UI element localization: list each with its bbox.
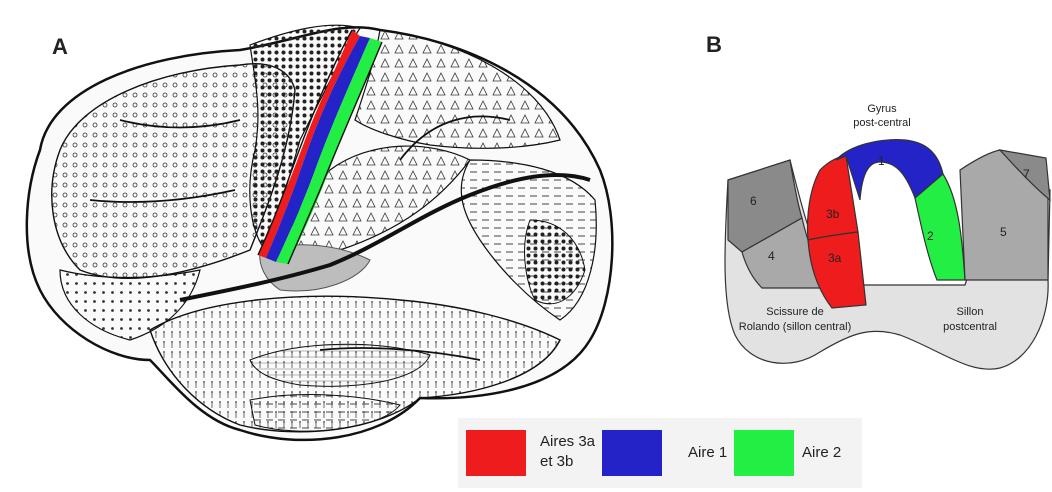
legend-label-aires-3a-3b: Aires 3a et 3b bbox=[540, 432, 610, 472]
area-label-1: 1 bbox=[878, 154, 885, 168]
brain-area-3-strip bbox=[258, 30, 360, 258]
legend-swatch-red bbox=[466, 430, 526, 476]
legend-swatch-blue bbox=[602, 430, 662, 476]
postcentral-sulcus-label-line1: Sillon bbox=[957, 306, 984, 318]
legend-label-line1: Aires 3a bbox=[540, 433, 596, 450]
central-sulcus-label-line1: Scissure de bbox=[766, 306, 823, 318]
brain-area-1-strip bbox=[266, 36, 370, 262]
central-sulcus-label-line2: Rolando (sillon central) bbox=[739, 321, 852, 333]
area-label-2: 2 bbox=[927, 229, 934, 243]
area-label-3a: 3a bbox=[828, 251, 842, 265]
gyrus-label-line1: Gyrus bbox=[867, 103, 897, 115]
gyrus-label-line2: post-central bbox=[853, 117, 910, 129]
postcentral-gyrus-diagram: 6 4 3b 3a 1 2 5 7 Gyrus post-central Sci… bbox=[724, 103, 1051, 370]
postcentral-sulcus-label-line2: postcentral bbox=[943, 321, 997, 333]
legend-label-line2: et 3b bbox=[540, 453, 574, 470]
area-label-4: 4 bbox=[768, 249, 775, 263]
panel-label-a: A bbox=[52, 34, 68, 59]
brain-area-2-strip bbox=[276, 38, 382, 264]
color-legend: Aires 3a et 3b Aire 1 Aire 2 bbox=[458, 418, 862, 488]
area-label-5: 5 bbox=[1000, 225, 1007, 239]
area-3a bbox=[807, 231, 867, 309]
area-7 bbox=[998, 149, 1051, 202]
legend-label-aire-2: Aire 2 bbox=[802, 444, 842, 461]
legend-swatch-green bbox=[734, 430, 794, 476]
area-label-7: 7 bbox=[1023, 167, 1030, 181]
area-label-6: 6 bbox=[750, 194, 757, 208]
cortex-section bbox=[724, 153, 1051, 370]
brain-illustration bbox=[25, 24, 614, 442]
panel-label-b: B bbox=[706, 32, 722, 57]
legend-label-aire-1: Aire 1 bbox=[688, 444, 728, 461]
area-label-3b: 3b bbox=[826, 207, 840, 221]
